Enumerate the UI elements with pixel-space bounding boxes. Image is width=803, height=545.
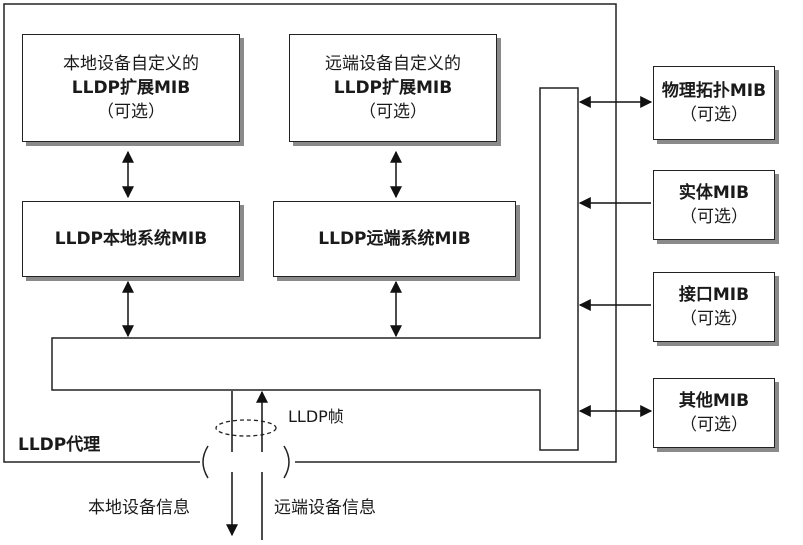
remote-system-mib-label: LLDP远端系统MIB [318,229,471,249]
agent-port-left-bracket [202,445,209,479]
remote-ext-mib-box: 远端设备自定义的 LLDP扩展MIB （可选） [289,34,497,142]
other-mib-label: 其他MIB [678,391,750,411]
physical-topology-mib-optional: （可选） [680,105,748,125]
local-system-mib-box: LLDP本地系统MIB [22,201,240,277]
lldp-frame-label: LLDP帧 [288,407,344,426]
other-mib-optional: （可选） [680,415,748,435]
agent-port-gap [200,452,295,472]
agent-port-right-bracket [283,445,290,479]
interface-mib-optional: （可选） [680,309,748,329]
remote-device-info-label: 远端设备信息 [274,498,376,518]
remote-ext-mib-line2: LLDP扩展MIB [333,78,453,98]
entity-mib-label: 实体MIB [678,183,750,203]
local-ext-mib-line2: LLDP扩展MIB [71,78,191,98]
interface-mib-box: 接口MIB （可选） [653,272,775,342]
local-ext-mib-line3: （可选） [97,102,165,122]
lldp-agent-label: LLDP代理 [18,435,101,455]
other-mib-box: 其他MIB （可选） [653,378,775,448]
lldp-agent-frame [3,3,617,463]
agent-bus [51,87,579,451]
entity-mib-box: 实体MIB （可选） [653,170,775,240]
remote-system-mib-box: LLDP远端系统MIB [273,201,516,277]
remote-ext-mib-line1: 远端设备自定义的 [325,54,461,74]
remote-ext-mib-line3: （可选） [359,102,427,122]
local-device-info-label: 本地设备信息 [88,498,190,518]
physical-topology-mib-box: 物理拓扑MIB （可选） [653,66,775,140]
local-ext-mib-box: 本地设备自定义的 LLDP扩展MIB （可选） [22,34,240,142]
entity-mib-optional: （可选） [680,207,748,227]
local-ext-mib-line1: 本地设备自定义的 [63,54,199,74]
physical-topology-mib-label: 物理拓扑MIB [661,81,767,101]
local-system-mib-label: LLDP本地系统MIB [54,229,208,249]
lldp-frame-ellipse [215,419,277,437]
interface-mib-label: 接口MIB [678,285,750,305]
